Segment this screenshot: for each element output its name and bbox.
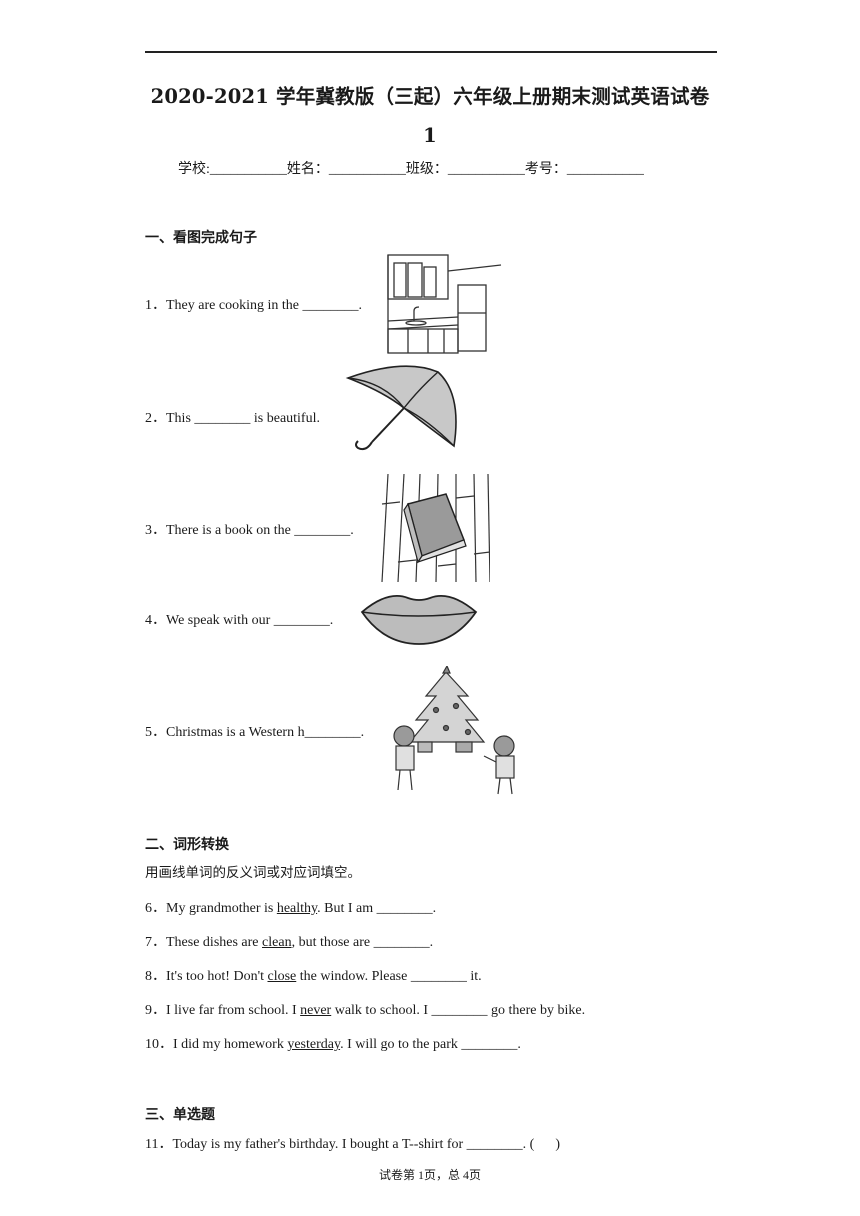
christmas-tree-children-image <box>386 666 528 798</box>
question-10: 10．I did my homework yesterday. I will g… <box>145 1037 521 1052</box>
lips-image <box>358 586 480 646</box>
section2-instruction: 用画线单词的反义词或对应词填空。 <box>145 865 361 881</box>
question-9: 9．I live far from school. I never walk t… <box>145 1003 586 1018</box>
exam-title-number: 1 <box>423 124 437 147</box>
book-on-floor-image <box>380 474 490 582</box>
question-4: 4．We speak with our ________. <box>145 613 334 628</box>
question-7: 7．These dishes are clean, but those are … <box>145 935 434 950</box>
top-rule <box>145 51 717 53</box>
question-5: 5．Christmas is a Western h________. <box>145 725 365 740</box>
underlined-word: never <box>300 1003 332 1018</box>
umbrella-image <box>344 364 460 460</box>
underlined-word: yesterday <box>287 1037 341 1052</box>
question-8: 8．It's too hot! Don't close the window. … <box>145 969 482 984</box>
underlined-word: healthy <box>276 901 318 916</box>
section-heading-picture-sentences: 一、看图完成句子 <box>145 230 257 246</box>
question-11: 11．Today is my father's birthday. I boug… <box>145 1137 560 1152</box>
exam-title: 2020-2021 学年冀教版（三起）六年级上册期末测试英语试卷 <box>150 85 710 108</box>
underlined-word: close <box>267 969 297 984</box>
student-info-line: 学校:___________姓名：___________班级：_________… <box>178 162 644 177</box>
question-1: 1．They are cooking in the ________. <box>145 298 362 313</box>
question-2: 2．This ________ is beautiful. <box>145 411 320 426</box>
question-3: 3．There is a book on the ________. <box>145 523 354 538</box>
question-6: 6．My grandmother is healthy. But I am __… <box>145 901 437 916</box>
page-footer: 试卷第 1页，总 4页 <box>378 1168 481 1182</box>
section-heading-multiple-choice: 三、单选题 <box>145 1107 215 1123</box>
kitchen-image <box>386 253 504 355</box>
section-heading-word-forms: 二、词形转换 <box>145 837 229 853</box>
underlined-word: clean <box>262 935 292 950</box>
